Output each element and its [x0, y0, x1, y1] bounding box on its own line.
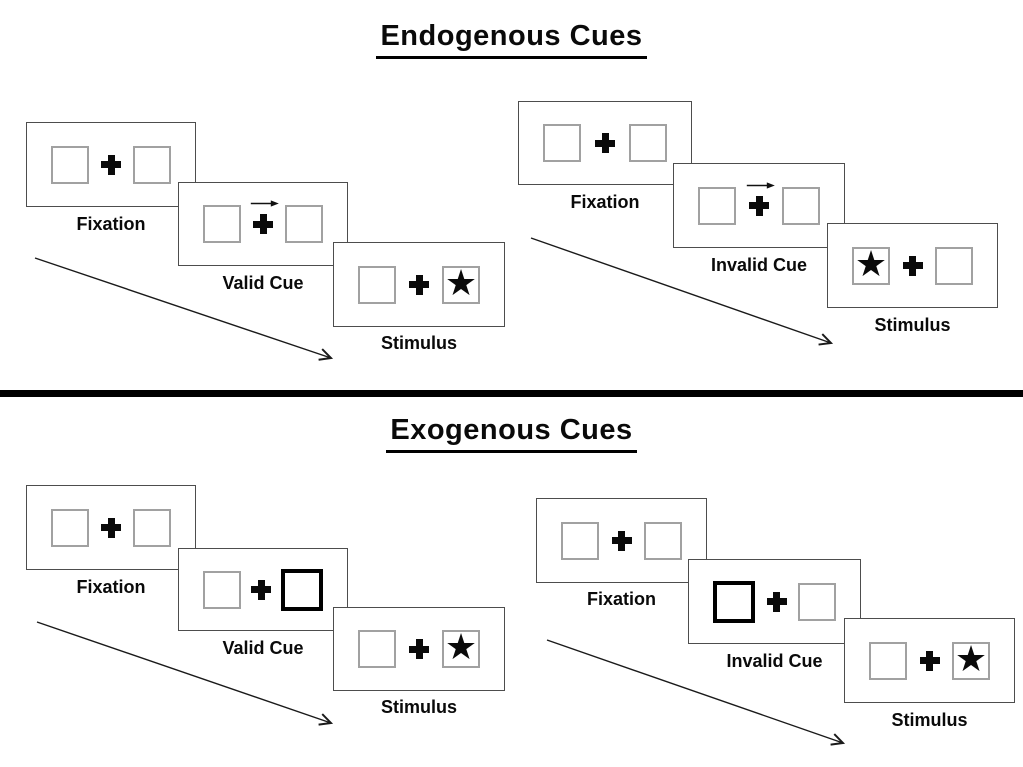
exogenous-title-text: Exogenous Cues	[386, 414, 637, 453]
exo-invalid-timeline-arrow	[546, 639, 846, 746]
endo-valid-fixation-label: Fixation	[76, 214, 146, 234]
fixation-cross-area	[744, 181, 775, 217]
fixation-cross-area	[590, 132, 620, 154]
endo-valid-stimulus-label: Stimulus	[380, 333, 457, 353]
endo-valid-cue-panel: ★ ★	[178, 182, 348, 266]
section-divider	[0, 390, 1023, 397]
right-box: ★	[952, 637, 990, 680]
plus-icon	[251, 579, 271, 600]
plus-icon	[595, 133, 615, 153]
exo-invalid-fixation-panel: ★ ★	[536, 498, 707, 583]
endo-invalid-cue-panel: ★ ★	[673, 163, 845, 248]
endo-invalid-stimulus-panel: ★ ★	[827, 223, 998, 308]
endo-invalid-fixation-panel: ★ ★	[518, 101, 692, 185]
right-box: ★	[133, 508, 171, 547]
exo-valid-cue-label: Valid Cue	[222, 638, 304, 658]
endogenous-section-title: Endogenous Cues	[0, 20, 1023, 59]
fixation-cross-area	[762, 591, 792, 613]
plus-icon	[409, 274, 429, 295]
star-icon: ★	[954, 637, 988, 679]
right-box: ★	[935, 246, 973, 285]
fixation-cross-area	[248, 200, 279, 235]
left-box: ★	[203, 570, 241, 609]
left-box: ★	[543, 124, 581, 162]
left-box-cued: ★	[713, 580, 755, 623]
right-box: ★	[285, 205, 323, 243]
fixation-cross-area	[898, 255, 928, 277]
left-box: ★	[203, 205, 241, 243]
cue-arrow-icon	[250, 200, 279, 207]
exo-invalid-fixation-label: Fixation	[586, 589, 656, 609]
plus-icon	[766, 591, 787, 612]
endo-invalid-timeline-arrow	[530, 237, 834, 346]
cue-arrow-icon	[746, 181, 775, 189]
right-box: ★	[644, 521, 682, 560]
endo-valid-timeline-arrow	[34, 257, 334, 361]
plus-icon	[919, 650, 940, 671]
exo-invalid-cue-panel: ★ ★	[688, 559, 861, 644]
fixation-cross-area	[915, 650, 945, 672]
exo-valid-fixation-label: Fixation	[76, 577, 146, 597]
right-box: ★	[133, 145, 171, 184]
exo-invalid-stimulus-panel: ★ ★	[844, 618, 1015, 703]
plus-icon	[101, 517, 121, 538]
endogenous-title-text: Endogenous Cues	[376, 20, 647, 59]
endo-invalid-stimulus-label: Stimulus	[874, 315, 951, 335]
fixation-cross-area	[404, 274, 434, 296]
left-box: ★	[869, 641, 907, 680]
right-box: ★	[782, 186, 820, 225]
right-box-cued: ★	[281, 568, 323, 611]
exo-invalid-cue-label: Invalid Cue	[726, 651, 823, 671]
right-box: ★	[442, 261, 480, 304]
exo-valid-timeline-arrow	[36, 621, 334, 726]
right-box: ★	[629, 124, 667, 162]
exo-valid-stimulus-label: Stimulus	[380, 697, 457, 717]
fixation-cross-area	[96, 154, 126, 176]
right-box: ★	[798, 582, 836, 621]
star-icon: ★	[444, 261, 478, 303]
exo-valid-cue-panel: ★ ★	[178, 548, 348, 631]
exo-valid-fixation-panel: ★ ★	[26, 485, 196, 570]
exo-valid-stimulus-panel: ★ ★	[333, 607, 505, 691]
fixation-cross-area	[246, 579, 276, 601]
plus-icon	[409, 639, 429, 659]
fixation-cross-area	[404, 638, 434, 660]
plus-icon	[902, 255, 923, 276]
endo-invalid-fixation-label: Fixation	[570, 192, 640, 212]
plus-icon	[253, 214, 273, 234]
star-icon: ★	[854, 242, 888, 284]
endo-invalid-cue-label: Invalid Cue	[710, 255, 808, 275]
star-icon: ★	[444, 626, 478, 667]
left-box: ★	[51, 145, 89, 184]
plus-icon	[749, 195, 769, 216]
left-box: ★	[698, 186, 736, 225]
plus-icon	[611, 530, 632, 551]
plus-icon	[101, 154, 121, 175]
left-box: ★	[358, 265, 396, 304]
fixation-cross-area	[607, 530, 637, 552]
endo-valid-cue-label: Valid Cue	[222, 273, 304, 293]
left-box: ★	[852, 242, 890, 285]
exo-invalid-stimulus-label: Stimulus	[891, 710, 968, 730]
left-box: ★	[561, 521, 599, 560]
endo-valid-stimulus-panel: ★ ★	[333, 242, 505, 327]
right-box: ★	[442, 626, 480, 668]
endo-valid-fixation-panel: ★ ★	[26, 122, 196, 207]
exogenous-section-title: Exogenous Cues	[0, 414, 1023, 453]
left-box: ★	[358, 630, 396, 668]
fixation-cross-area	[96, 517, 126, 539]
left-box: ★	[51, 508, 89, 547]
